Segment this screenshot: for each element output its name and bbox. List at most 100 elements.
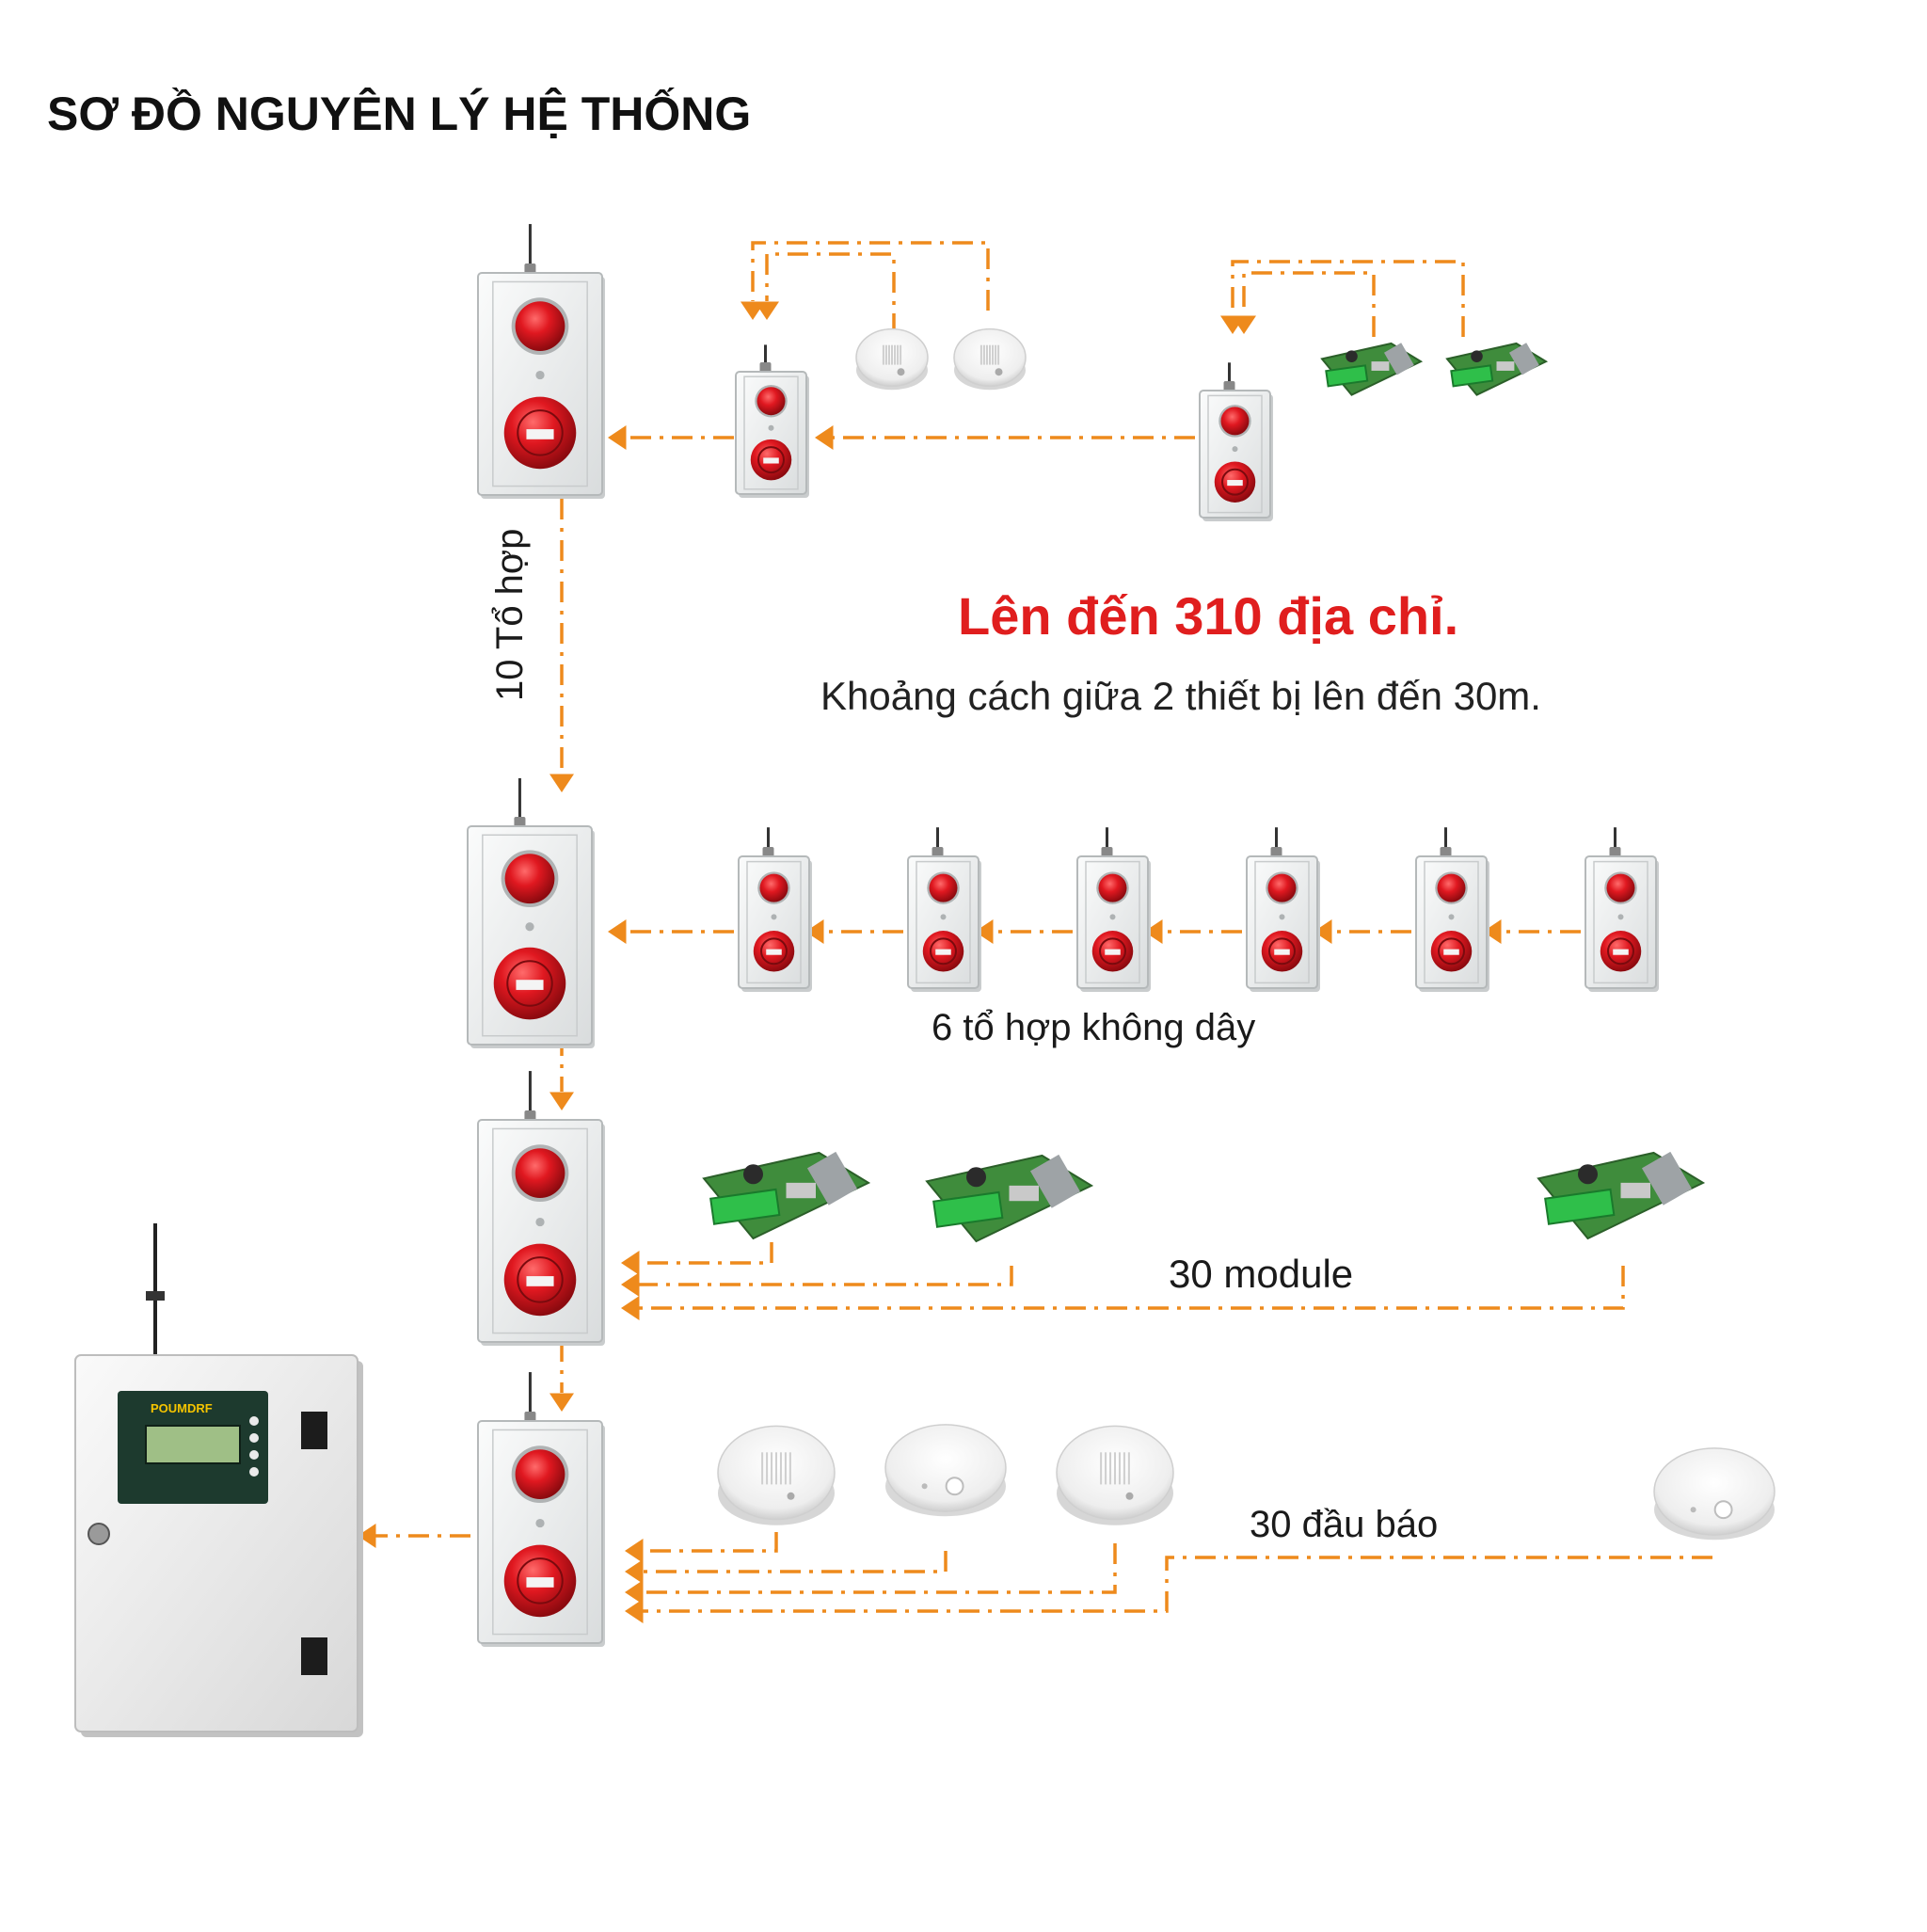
arrow-head <box>608 425 627 450</box>
call-point-ring <box>517 1557 564 1605</box>
terminal-block <box>1544 1188 1616 1225</box>
detector-led <box>921 1483 928 1490</box>
arrow-head <box>741 301 765 320</box>
connector-line <box>632 1242 773 1265</box>
hinge-top <box>301 1412 327 1449</box>
pcb-chip <box>1009 1185 1039 1202</box>
combo-unit-wireless <box>738 827 812 992</box>
bell-icon <box>1220 407 1250 436</box>
bell-icon <box>515 1449 565 1500</box>
unit-inner-frame <box>492 1127 588 1334</box>
combo-unit-wireless <box>907 827 981 992</box>
label-30-detectors: 30 đầu báo <box>1250 1504 1439 1545</box>
arrow-head <box>621 1251 640 1275</box>
device-layer: POUMDRF <box>74 224 1776 1737</box>
panel-button <box>249 1416 259 1426</box>
pcb-chip <box>786 1182 816 1199</box>
bell-icon <box>515 1148 565 1199</box>
label-30-modules: 30 module <box>1169 1252 1354 1296</box>
connector-line <box>636 1543 1117 1594</box>
unit-inner-frame <box>1424 860 1479 984</box>
bell-icon <box>1437 873 1466 902</box>
panel-button <box>249 1450 259 1460</box>
pcb-antenna-plate <box>1508 343 1539 375</box>
call-point-ring <box>1099 937 1126 966</box>
connector-line <box>765 252 896 334</box>
connector-line <box>751 241 990 311</box>
terminal-block <box>1325 364 1369 388</box>
call-point-label <box>1443 949 1459 955</box>
main-combo-unit-4 <box>477 1372 605 1647</box>
call-point-ring <box>1438 937 1465 966</box>
combo-unit-small <box>735 344 809 498</box>
unit-inner-frame <box>492 1429 588 1636</box>
detector-led <box>1125 1492 1134 1500</box>
arrow-head <box>975 919 994 944</box>
arrow-head <box>625 1599 644 1623</box>
bell-icon <box>1606 873 1635 902</box>
combo-unit-wireless <box>1415 827 1489 992</box>
call-point-label <box>935 949 951 955</box>
arrow-head <box>549 1092 574 1110</box>
arrow-head <box>621 1296 640 1320</box>
unit-inner-frame <box>1593 860 1648 984</box>
module-board-icon <box>925 1154 1094 1243</box>
detector-dome <box>1653 1447 1776 1536</box>
call-point-ring <box>517 409 564 456</box>
combo-unit-wireless <box>1076 827 1151 992</box>
bell-icon <box>1267 873 1297 902</box>
lcd-display <box>145 1425 241 1464</box>
panel-button <box>249 1433 259 1443</box>
control-panel-icon: POUMDRF <box>74 1223 363 1737</box>
call-point-ring <box>760 937 788 966</box>
page-title: SƠ ĐỒ NGUYÊN LÝ HỆ THỐNG <box>47 88 752 140</box>
panel-brand-logo: POUMDRF <box>151 1401 213 1415</box>
connector-line <box>636 1556 1712 1613</box>
indicator-led <box>1232 446 1238 453</box>
call-point-label <box>766 949 782 955</box>
terminal-block <box>932 1190 1004 1228</box>
detector-dome <box>884 1424 1007 1512</box>
pcb-antenna-plate <box>1029 1154 1081 1208</box>
label-6-wireless-combos: 6 tổ hợp không dây <box>932 1007 1256 1048</box>
indicator-led <box>768 424 774 431</box>
connector-line <box>636 1532 778 1553</box>
indicator-led <box>771 914 777 920</box>
arrow-head <box>625 1580 644 1605</box>
pcb-capacitor <box>1346 350 1358 362</box>
detector-led <box>787 1492 795 1500</box>
unit-inner-frame <box>1254 860 1310 984</box>
unit-inner-frame <box>1085 860 1140 984</box>
module-board-icon <box>1320 342 1424 396</box>
detector-led <box>897 368 905 376</box>
call-point-label <box>1227 480 1243 487</box>
smoke-detector-icon <box>855 327 929 391</box>
detector-led <box>1690 1507 1696 1513</box>
call-point-label <box>526 429 554 439</box>
module-board-icon <box>702 1151 871 1240</box>
panel-button <box>249 1467 259 1477</box>
smoke-detector-icon <box>953 327 1027 391</box>
indicator-led <box>1617 914 1624 920</box>
arrow-head <box>1220 315 1245 334</box>
terminal-block <box>709 1188 781 1225</box>
indicator-led <box>535 1217 545 1227</box>
distance-note: Khoảng cách giữa 2 thiết bị lên đến 30m. <box>820 674 1541 718</box>
unit-inner-frame <box>743 375 799 490</box>
indicator-led <box>535 370 545 380</box>
call-point-ring <box>1221 468 1249 496</box>
arrow-head <box>815 425 834 450</box>
call-point-ring <box>506 960 553 1007</box>
main-combo-unit-3 <box>477 1071 605 1346</box>
pcb-antenna-plate <box>1641 1151 1693 1206</box>
arrow-head <box>621 1272 640 1297</box>
call-point-ring <box>1607 937 1634 966</box>
connector-line <box>632 1266 1625 1310</box>
call-point-ring <box>517 1256 564 1303</box>
call-point-ring <box>930 937 957 966</box>
arrow-head <box>1314 919 1332 944</box>
pcb-chip <box>1620 1182 1650 1199</box>
terminal-block <box>1450 364 1494 388</box>
unit-inner-frame <box>482 834 578 1037</box>
